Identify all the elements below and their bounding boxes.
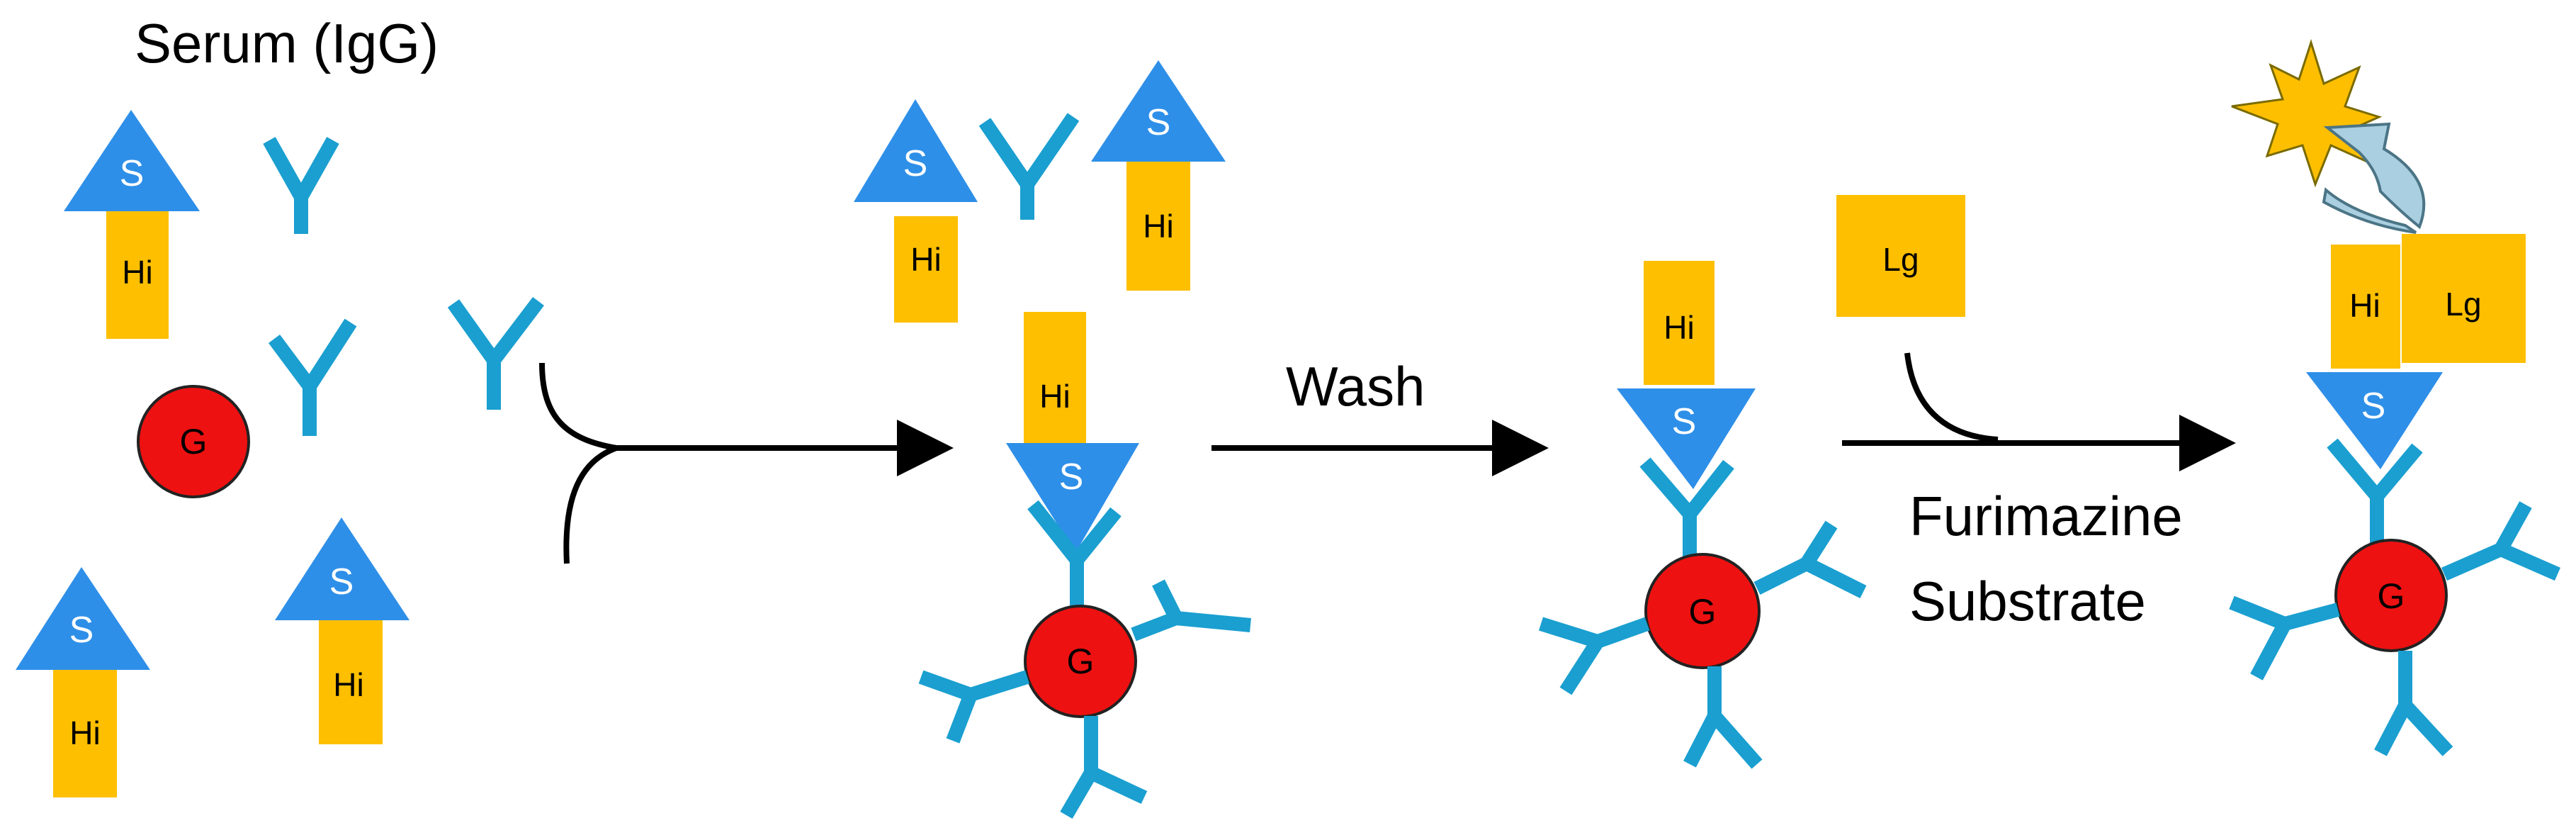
s-label: S [903, 143, 928, 184]
s-label: S [1059, 457, 1084, 498]
s-label: S [69, 610, 94, 651]
hi-label: Hi [1039, 378, 1070, 415]
lg-label: Lg [2445, 286, 2481, 323]
panel-luminescent-complex: Hi Lg S G [2229, 39, 2561, 756]
bound-igg-antibody [2374, 651, 2453, 756]
s-triangle [854, 99, 978, 202]
hi-tag [1644, 261, 1714, 385]
bound-igg-antibody [918, 670, 1029, 744]
s-triangle-inverted [1617, 388, 1756, 489]
s-triangle-inverted [1006, 443, 1139, 553]
s-triangle [275, 517, 409, 620]
bound-igg-antibody [1683, 666, 1763, 769]
bound-igg-antibody [1753, 520, 1867, 598]
hi-label: Hi [69, 715, 100, 751]
hi-tag [1024, 312, 1086, 443]
g-label: G [180, 422, 208, 461]
protein-g-circle [1024, 605, 1137, 718]
g-label: G [2378, 576, 2405, 616]
bound-igg-antibody [1539, 617, 1650, 695]
s-label: S [1146, 102, 1171, 143]
emission-curved-arrow-icon [2322, 122, 2426, 234]
s-triangle [1091, 60, 1226, 162]
protein-g-circle [137, 385, 250, 498]
hi-label: Hi [333, 666, 363, 703]
protein-g-circle [1644, 553, 1761, 669]
panel-washed-complex: Hi S G [1539, 261, 1867, 769]
lg-tag-free [1836, 195, 1965, 317]
lg-tag [2402, 234, 2526, 363]
bound-igg-antibody [2441, 501, 2561, 581]
hi-s-probe-up: Hi S [854, 99, 978, 323]
free-igg-antibody [447, 296, 544, 410]
hi-label: Hi [1143, 208, 1173, 245]
free-igg-antibody [263, 137, 339, 234]
s-label: S [329, 561, 354, 603]
hi-tag [1126, 159, 1190, 291]
s-triangle [16, 567, 150, 670]
hi-label: Hi [122, 254, 152, 291]
hi-tag [894, 216, 958, 323]
hi-s-probe-up: Hi S [1091, 60, 1226, 291]
hi-label: Hi [910, 241, 941, 278]
merge-bracket [539, 362, 618, 564]
hi-label: Hi [1663, 309, 1694, 346]
s-label: S [120, 153, 145, 194]
s-label: S [2361, 386, 2386, 427]
bound-igg-antibody [2327, 438, 2423, 549]
bound-igg-antibody [1131, 579, 1251, 642]
serum-igg-title: Serum (IgG) [135, 12, 439, 74]
lg-join-curve [1904, 352, 1999, 442]
hi-tag [106, 206, 169, 339]
bound-igg-antibody [2229, 595, 2340, 681]
hi-s-probe-up: Hi S [275, 517, 409, 744]
luminescence-burst-icon [2231, 39, 2383, 188]
hi-tag [53, 666, 117, 797]
bound-igg-antibody [1060, 716, 1148, 819]
panel-bound-complex: Hi S Hi S Hi S G [854, 60, 1251, 819]
substrate-label: Substrate [1909, 570, 2146, 632]
s-triangle [64, 110, 200, 211]
hi-tag [319, 617, 383, 744]
free-igg-antibody [978, 113, 1080, 220]
hi-label: Hi [2349, 287, 2380, 324]
free-igg-antibody [268, 318, 357, 436]
s-triangle-inverted [2306, 372, 2443, 469]
g-label: G [1689, 592, 1717, 632]
wash-label: Wash [1286, 355, 1425, 418]
hi-s-probe-up: Hi S [16, 567, 150, 797]
protein-g-circle [2334, 539, 2448, 652]
furimazine-label: Furimazine [1909, 485, 2183, 547]
hi-tag [2331, 245, 2400, 369]
panel-serum-mixture: Hi S G Hi S Hi S [16, 110, 544, 797]
lg-label: Lg [1882, 241, 1919, 278]
s-label: S [1672, 401, 1697, 442]
hi-s-probe-up: Hi S [64, 110, 200, 339]
protein-g: G [137, 385, 250, 498]
g-label: G [1067, 642, 1095, 681]
